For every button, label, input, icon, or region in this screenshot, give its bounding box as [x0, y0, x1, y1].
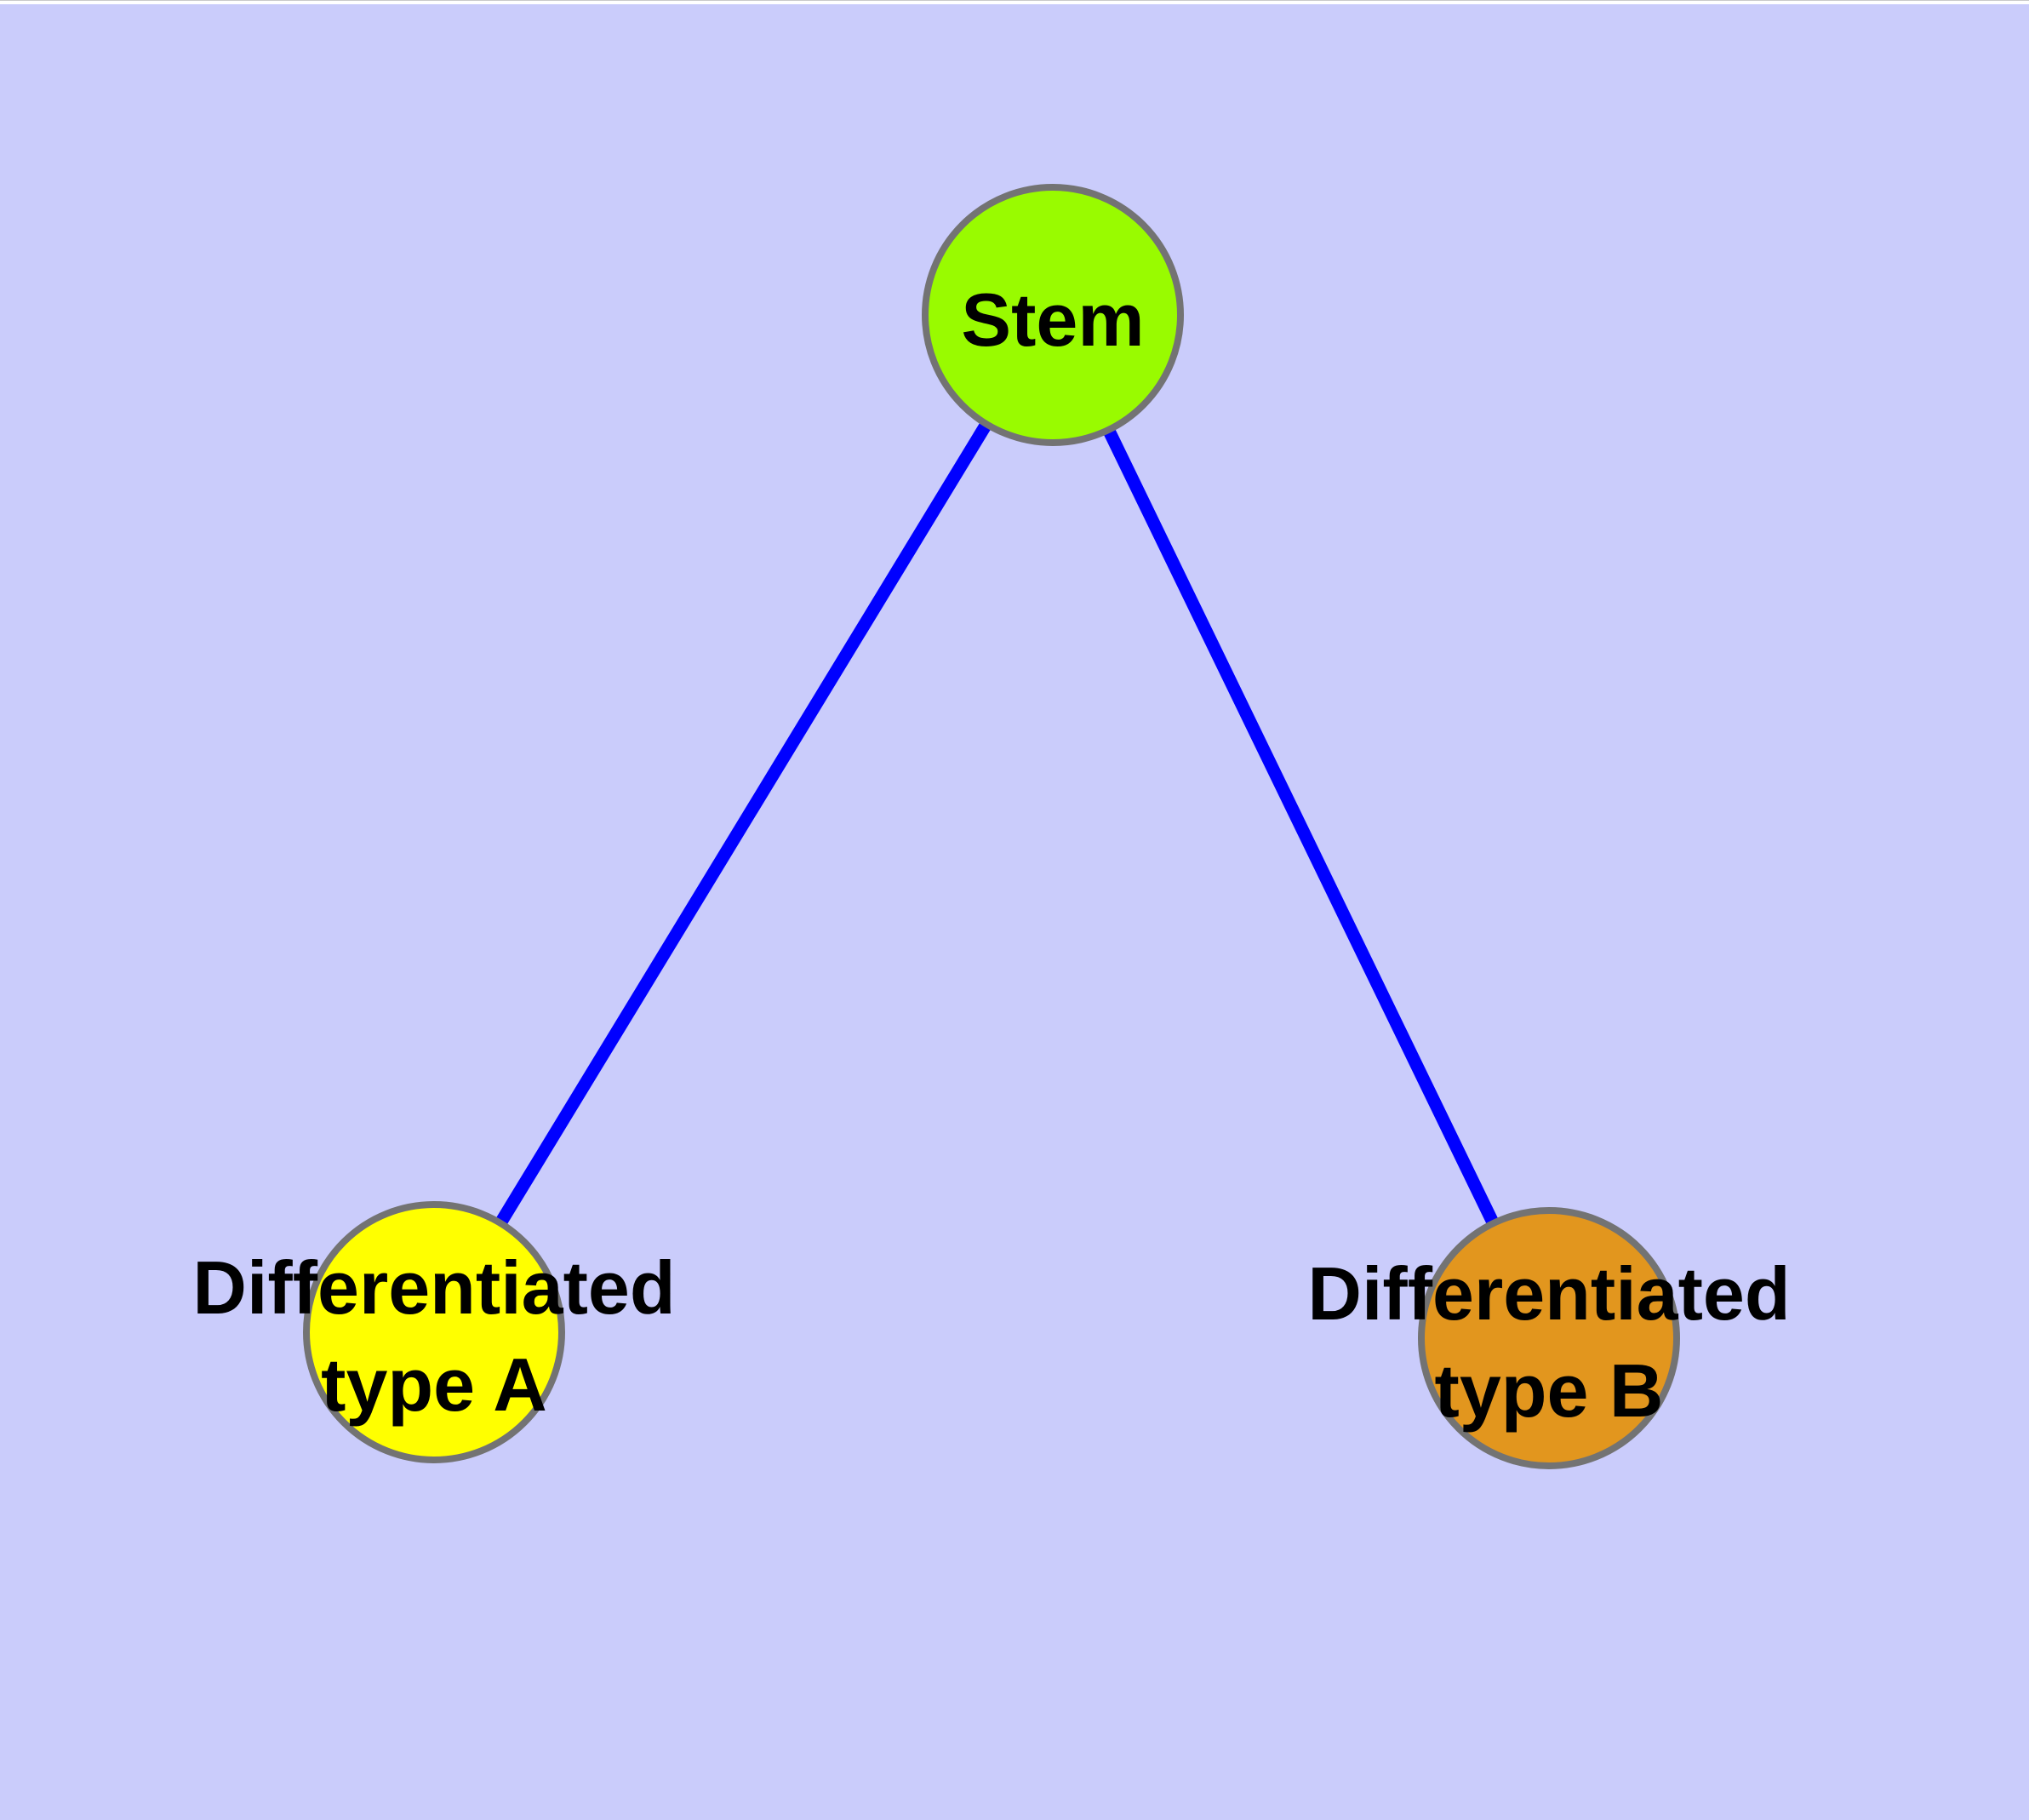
node-differentiated-type-b-circle[interactable] — [1418, 1207, 1680, 1469]
node-stem-circle[interactable] — [922, 184, 1184, 446]
top-margin — [0, 1, 2029, 4]
node-differentiated-type-b-label-line1: Differentiated — [1307, 1251, 1790, 1336]
stem-differentiation-graph: Stem Differentiated type A Differentiate… — [0, 4, 2029, 1820]
node-differentiated-type-b-label-line2: type B — [1435, 1348, 1664, 1433]
node-differentiated-type-b[interactable]: Differentiated type B — [1307, 1207, 1791, 1469]
node-differentiated-type-a-label-line1: Differentiated — [192, 1245, 675, 1330]
node-stem[interactable]: Stem — [922, 184, 1184, 446]
node-stem-label: Stem — [961, 278, 1144, 362]
node-differentiated-type-a-circle[interactable] — [303, 1201, 565, 1463]
node-differentiated-type-a-label-line2: type A — [321, 1342, 547, 1427]
node-differentiated-type-a[interactable]: Differentiated type A — [192, 1201, 676, 1463]
top-hairline — [0, 0, 2029, 1]
edge-stem-to-type-b — [1047, 312, 1555, 1342]
edge-stem-to-type-a — [428, 312, 1059, 1336]
